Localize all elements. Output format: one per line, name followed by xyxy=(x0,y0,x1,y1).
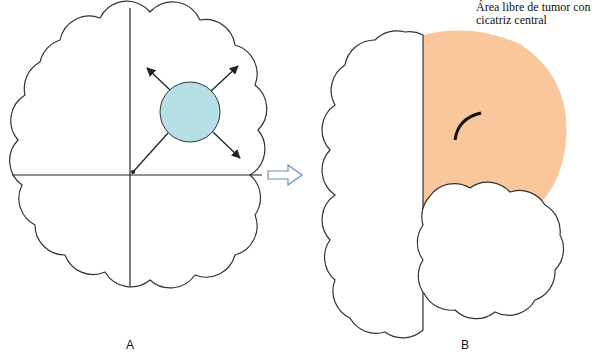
axis-line xyxy=(129,8,130,286)
arrow xyxy=(211,66,238,91)
central-scar xyxy=(455,113,481,140)
dot xyxy=(131,170,135,174)
arrow xyxy=(147,68,170,90)
axis-line xyxy=(12,174,262,175)
tumor-outline xyxy=(10,1,267,288)
panel-letter: A xyxy=(126,338,134,352)
transition-arrow xyxy=(268,165,302,185)
arrow-line xyxy=(133,133,168,172)
panel-letter: B xyxy=(461,338,469,352)
tumor-remnant-outline xyxy=(322,31,423,338)
arrow xyxy=(213,132,240,158)
annotation-note: Área libre de tumor con cicatriz central xyxy=(476,1,594,27)
tumor-remnant-outline xyxy=(417,182,563,319)
